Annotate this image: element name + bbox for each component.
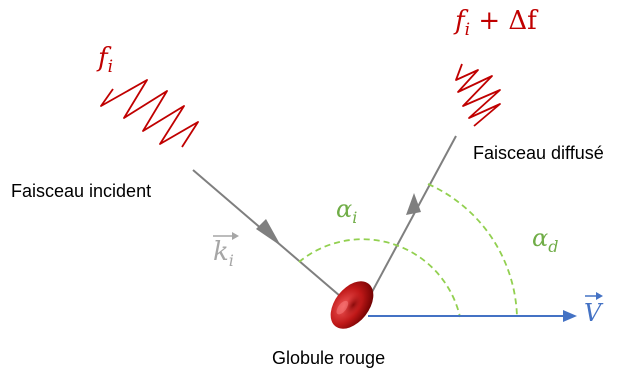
alpha-d-arc xyxy=(427,183,518,318)
scattered-beam-arrow xyxy=(406,193,421,215)
wave-vector-label: ki xyxy=(213,232,239,270)
incident-wave xyxy=(100,79,199,148)
velocity-label: V xyxy=(584,292,604,327)
scattered-beam-label: Faisceau diffusé xyxy=(473,143,604,163)
incident-beam-label: Faisceau incident xyxy=(11,181,151,201)
velocity-arrow-head xyxy=(563,310,577,322)
incident-frequency-label: fi xyxy=(96,43,113,77)
alpha-d-label: αd xyxy=(532,224,558,256)
incident-beam-arrow xyxy=(256,219,281,246)
scattered-beam-line xyxy=(371,135,457,293)
alpha-i-arc xyxy=(298,238,461,318)
red-blood-cell-label: Globule rouge xyxy=(272,348,385,368)
svg-text:ki: ki xyxy=(213,237,234,270)
svg-text:V: V xyxy=(584,299,604,327)
scattered-wave xyxy=(455,63,501,127)
alpha-i-label: αi xyxy=(336,195,357,227)
scattered-frequency-label: fi + Δf xyxy=(453,6,539,40)
red-blood-cell xyxy=(330,281,374,329)
